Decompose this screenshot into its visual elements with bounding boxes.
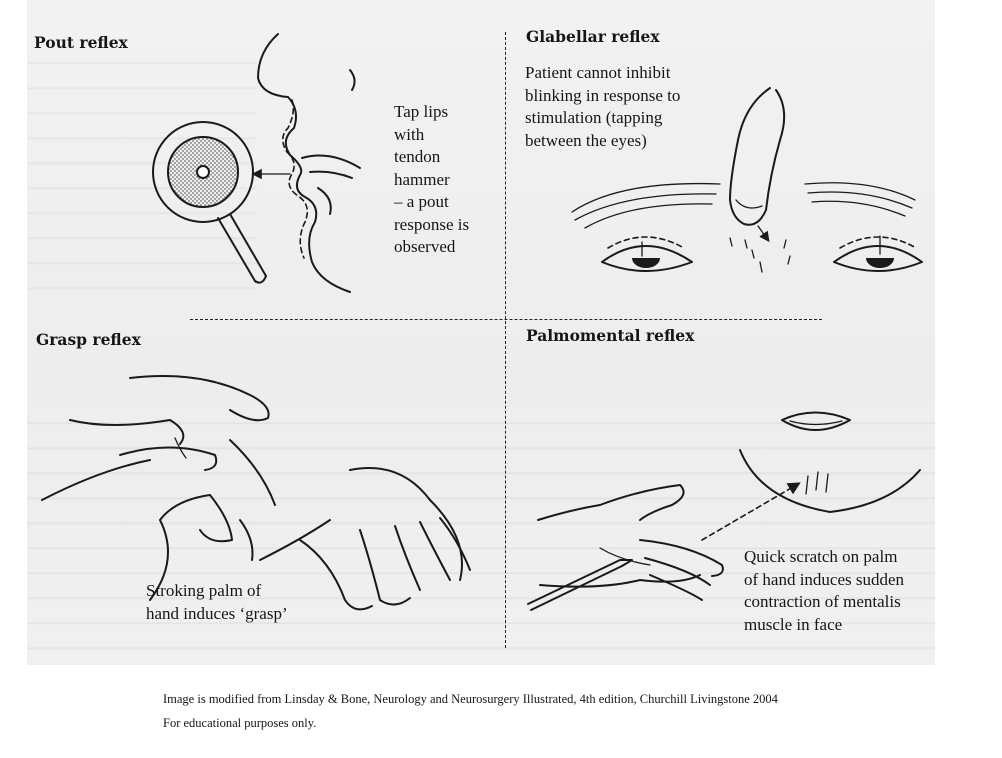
eyebrows-icon <box>571 182 916 229</box>
horizontal-divider <box>190 319 822 320</box>
glabellar-reflex-title: Glabellar reflex <box>526 27 660 46</box>
source-citation: Image is modified from Linsday & Bone, N… <box>163 692 778 706</box>
finger-icon <box>729 87 786 243</box>
pen-icon <box>527 559 633 611</box>
pout-reflex-caption: Tap lips with tendon hammer – a pout res… <box>394 101 469 259</box>
stroking-hand-icon <box>41 375 270 501</box>
tendon-hammer-icon <box>152 121 267 284</box>
scan-bleed-through <box>27 400 935 650</box>
caption-line: between the eyes) <box>525 130 647 150</box>
caption-line: blinking in response to <box>525 85 681 105</box>
right-eye-icon <box>833 235 923 272</box>
pout-reflex-title: Pout reflex <box>34 33 128 52</box>
educational-note: For educational purposes only. <box>163 716 317 730</box>
pout-reflex-illustration <box>152 33 361 293</box>
caption-line: Stroking palm of <box>146 581 262 600</box>
left-eye-icon <box>601 236 693 272</box>
palmomental-reflex-caption: Quick scratch on palm of hand induces su… <box>744 546 904 636</box>
caption-line: Tap lips <box>394 102 449 121</box>
open-palm-icon <box>537 484 724 601</box>
receiving-hand-icon <box>149 439 471 611</box>
caption-line: tendon <box>394 147 441 166</box>
caption-line: Quick scratch on palm <box>744 547 898 566</box>
lips-chin-icon <box>739 411 921 513</box>
caption-line: – a pout <box>394 192 449 211</box>
caption-line: hammer <box>394 169 450 189</box>
palmomental-reflex-illustration <box>527 411 921 611</box>
caption-line: response is <box>394 214 470 234</box>
face-profile-icon <box>251 33 361 293</box>
glabellar-reflex-caption: Patient cannot inhibit blinking in respo… <box>525 62 680 152</box>
caption-line: hand induces ‘grasp’ <box>146 603 288 623</box>
caption-line: Patient cannot inhibit <box>525 63 671 82</box>
palmomental-reflex-title: Palmomental reflex <box>526 326 695 345</box>
caption-line: contraction of mentalis <box>744 592 901 611</box>
grasp-reflex-title: Grasp reflex <box>36 330 141 349</box>
glabellar-reflex-illustration <box>571 87 923 273</box>
grasp-reflex-illustration <box>41 375 471 611</box>
caption-line: observed <box>394 237 456 256</box>
caption-line: with <box>394 124 425 144</box>
grasp-reflex-caption: Stroking palm of hand induces ‘grasp’ <box>146 580 288 625</box>
caption-line: stimulation (tapping <box>525 108 663 127</box>
caption-line: of hand induces sudden <box>744 569 905 589</box>
glabella-stipple <box>729 237 791 273</box>
reflex-arrow-icon <box>701 482 801 541</box>
caption-line: muscle in face <box>744 614 843 634</box>
vertical-divider <box>505 32 506 648</box>
